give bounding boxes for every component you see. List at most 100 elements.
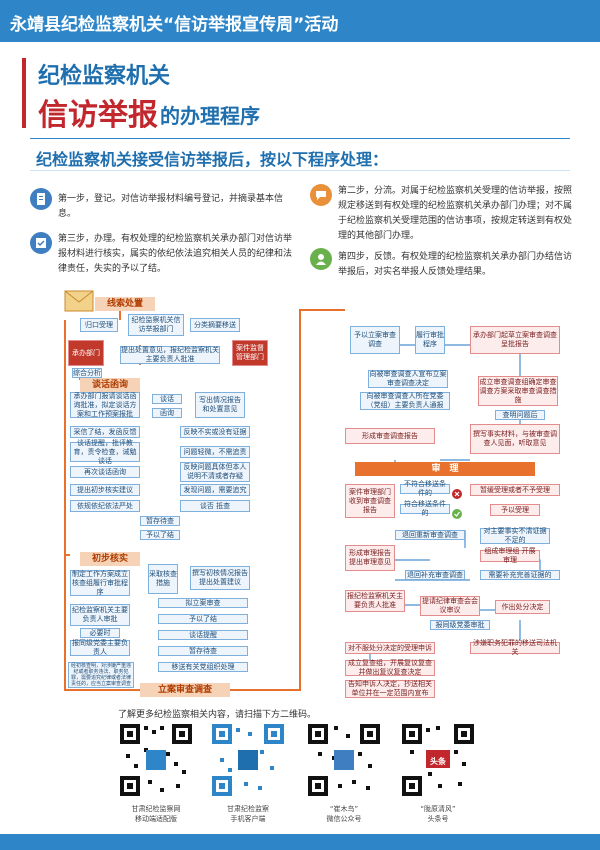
flow-box: 查明问题后 [495,410,545,420]
qr-code-icon [210,722,286,798]
flow-box: 不符合移送条件的 [400,480,450,497]
top-banner: 永靖县纪检监察机关“信访举报宣传周”活动 [0,0,600,42]
qr-code-icon [400,722,476,798]
qr-label-line2: 头条号 [427,815,449,823]
flow-box: 问题轻微，不需追责 [180,446,250,458]
flow-box: 符合移送条件的 [400,500,450,517]
flow-box: 谈话 [152,394,182,404]
qr-label-line2: 微信公众号 [326,815,362,823]
flow-box: 制定工作方案成立核查组履行审批程序 [70,569,130,596]
envelope-icon [64,290,94,316]
qr-label-line2: 手机客户端 [230,815,266,823]
flow-box: 对主要事实不清证据不足的 [480,527,550,544]
flow-box: 归口受理 [80,318,118,332]
qr-label-line1: “陇原清风” [420,805,456,813]
flow-box: 提出初步核实建议 [70,484,140,496]
checkbox-icon [30,232,52,254]
flow-box: 采信了结，发函反馈 [70,426,140,438]
flow-box: 形成审查调查报告 [345,428,435,444]
flow-box: 函询 [152,408,182,418]
label-case: 立案审查调查 [140,683,230,697]
flow-box: 采取核查措施 [148,564,178,594]
footer-bar [0,834,600,850]
flow-box: 报纪检监察机关主要负责人批准 [345,590,405,612]
step-4-text: 第四步，反馈。有权处理的纪检监察机关承办部门办结信访举报后，对实名举报人反馈处理… [338,252,573,277]
flow-box: 成立复查组，开展复议复查并做出复议复查决定 [345,659,435,676]
qr-label: 甘肃纪检监察网 移动端适配版 [108,804,204,824]
flow-box: 对不服处分决定的受理申诉 [345,642,435,654]
heading-small: 的办理程序 [160,104,260,128]
accept-icon [452,504,462,523]
case-house: 案件监督管理部门 [232,340,268,366]
qr-code-icon [306,722,382,798]
flow-box: 报同级党委审批 [430,620,490,630]
divider [30,170,570,171]
qr-label: “陇原清风” 头条号 [390,804,486,824]
flow-box: 向被审查调查人宣布立案审查调查决定 [368,370,448,388]
flow-box: 纪检监察机关信访举报部门 [128,314,184,336]
flow-box: 撰写事实材料，与被审查调查人见面，听取意见 [470,424,560,454]
subtitle: 纪检监察机关接受信访举报后，按以下程序处理： [36,150,389,169]
flow-box: 反映不实或没有证据 [180,426,250,438]
flow-box: 承办部门报请谈话函询批准，拟定谈话方案和工作预案报批 [70,392,140,418]
flow-box: 依规依纪依法严处 [70,500,140,512]
flow-box: 拟立案审查 [158,598,248,608]
divider [30,138,570,139]
heading-big: 信访举报 [38,98,158,133]
flow-box: 予以立案审查调查 [350,326,400,354]
flow-box: 成立审查调查组确定审查调查方案采取审查调查措施 [478,376,558,406]
qr-label-line1: 甘肃纪检监察 [227,805,269,813]
flow-box: 予以受理 [490,504,540,516]
step-1-text: 第一步，登记。对信访举报材料编号登记，并摘录基本信息。 [58,194,284,219]
flow-box: 暂存待查 [158,646,248,656]
flow-box: 写出情况报告和处置意见 [195,392,245,418]
flow-box: 暂缓受理或者不予受理 [470,484,560,496]
flow-box: 需要补充完善证据的 [480,570,560,580]
flow-box: 予以了结 [158,614,248,624]
toutiao-badge: 头条 [430,757,446,766]
heading-accent-bar [22,58,26,128]
flow-box: 必要时 [80,628,120,638]
qr-label: 甘肃纪检监察 手机客户端 [200,804,296,824]
flow-box: 向被审查调查人所在党委（党组）主要负责人通报 [360,392,450,410]
flow-box: 提出处置意见，报纪检监察机关主要负责人批准 [120,346,220,364]
flow-box: 经初核查明，对涉嫌严重违纪或者职务违法、职务犯罪，需要追究纪律或者法律责任的，应… [68,662,134,688]
flow-box: 予以了结 [140,530,180,540]
person-icon [310,248,332,270]
flow-box: 谈否 抵查 [180,500,250,512]
step-3-text: 第三步，办理。有权处理的纪检监察机关承办部门对信访举报材料进行核实，属实的依纪依… [58,234,293,274]
qr-caption: 了解更多纪检监察相关内容，请扫描下方二维码。 [118,710,317,720]
flow-box: 发现问题，需要追究 [180,484,250,496]
flow-box: 纪检监察机关主要负责人审批 [70,604,130,626]
flow-box: 再次谈话函询 [70,466,140,478]
label-talk: 谈话函询 [80,378,140,392]
flow-box: 形成审理报告提出审理意见 [345,545,395,571]
flow-box: 组成审理组 开展审理 [480,547,540,564]
flow-box: 移送有关党组织处理 [158,662,248,672]
flow-box: 提请纪律审查会会议审议 [420,596,480,616]
flow-box: 谈话提醒，批评教育，责令检查，诫勉谈话 [70,439,140,465]
flow-box: 撰写初核情况报告提出处置建议 [190,566,250,590]
qr-label-line1: 甘肃纪检监察网 [131,805,181,813]
heading-line1: 纪检监察机关 [38,64,171,89]
flow-box: 退回重新审查调查 [395,530,465,540]
flow-box: 涉嫌职务犯罪的移送司法机关 [470,639,560,656]
flow-box: 案件审理部门收到审查调查报告 [345,484,395,518]
reject-icon [452,484,462,503]
label-trial: 审 理 [355,462,535,476]
qr-label-line2: 移动端适配版 [135,815,177,823]
flow-box: 分类摘要移送 [190,318,240,332]
flow-box: 谈话提醒 [158,630,248,640]
qr-label: “崔木鸟” 微信公众号 [296,804,392,824]
dept-house: 承办部门 [68,340,104,366]
label-init: 初步核实 [80,552,140,566]
flow-box: 退回补充审查调查 [405,570,465,580]
banner-title: 永靖县纪检监察机关“信访举报宣传周”活动 [10,15,339,35]
label-clue: 线索处置 [95,297,155,311]
flow-box: 履行审批程序 [415,326,445,354]
flow-box: 作出处分决定 [495,600,550,614]
flow-box: 报同级党委主要负责人 [70,639,130,656]
flow-box: 综合分析 [72,368,102,378]
flow-box: 承办部门起草立案审查调查呈批报告 [470,326,560,354]
